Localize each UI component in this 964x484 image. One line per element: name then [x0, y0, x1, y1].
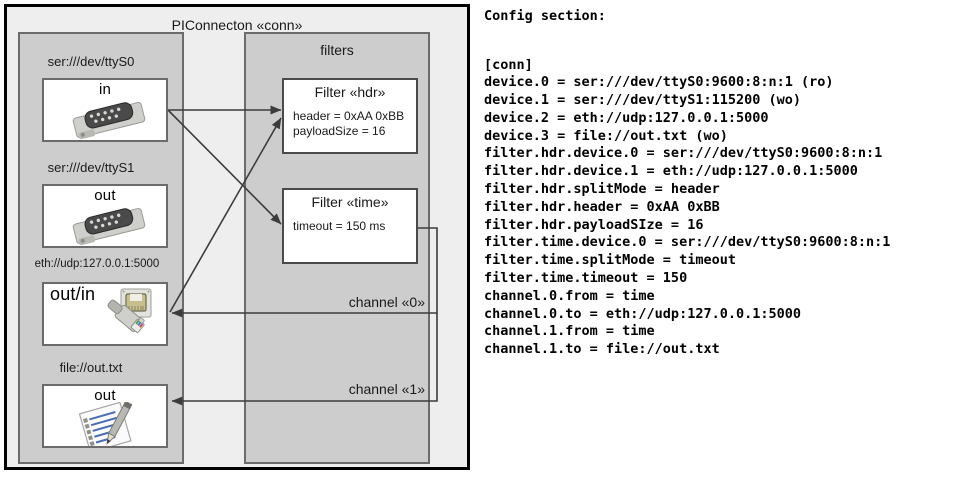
filter-props-time: timeout = 150 ms	[293, 219, 385, 234]
diagram-title: PIConnecton «conn»	[171, 17, 303, 33]
filter-title-time: Filter «time»	[311, 194, 389, 210]
device-label-eth-udp: eth://udp:127.0.0.1:5000	[34, 258, 160, 270]
config-text[interactable]: [conn] device.0 = ser:///dev/ttyS0:9600:…	[484, 56, 891, 358]
channel-label-1: channel «1»	[348, 381, 425, 397]
connection-diagram: PIConnecton «conn» ser:///dev/ttyS0 in	[0, 0, 480, 484]
device-direction-in: in	[98, 81, 112, 98]
device-box-ser-ttys0[interactable]: in	[42, 78, 168, 142]
serial-port-icon	[72, 207, 146, 246]
filter-box-hdr[interactable]: Filter «hdr» header = 0xAA 0xBB payloadS…	[282, 78, 418, 154]
device-direction-out: out	[94, 187, 116, 204]
device-label-file-out: file://out.txt	[59, 360, 123, 375]
config-heading: Config section:	[484, 8, 606, 24]
channel-label-0: channel «0»	[348, 294, 425, 310]
device-direction-out-in: out/in	[50, 284, 96, 304]
ethernet-jack-icon	[107, 288, 152, 333]
device-box-ser-ttys1[interactable]: out	[42, 184, 168, 248]
filter-props-hdr: header = 0xAA 0xBB payloadSize = 16	[293, 109, 404, 139]
device-box-eth-udp[interactable]: out/in	[42, 282, 168, 346]
filter-prop: timeout = 150 ms	[293, 219, 386, 233]
device-box-file-out[interactable]: out	[42, 384, 168, 448]
filter-prop: payloadSize = 16	[293, 124, 386, 138]
filter-box-time[interactable]: Filter «time» timeout = 150 ms	[282, 188, 418, 264]
filters-panel-title: filters	[320, 42, 354, 58]
document-pencil-icon	[78, 402, 133, 446]
device-label-ser-ttys0: ser:///dev/ttyS0	[47, 54, 135, 69]
filter-prop: header = 0xAA 0xBB	[293, 109, 405, 123]
device-label-ser-ttys1: ser:///dev/ttyS1	[47, 160, 135, 175]
config-section: Config section: [conn] device.0 = ser://…	[482, 0, 964, 484]
serial-port-icon	[72, 101, 146, 140]
filter-title-hdr: Filter «hdr»	[314, 84, 386, 100]
device-direction-out: out	[94, 387, 116, 404]
